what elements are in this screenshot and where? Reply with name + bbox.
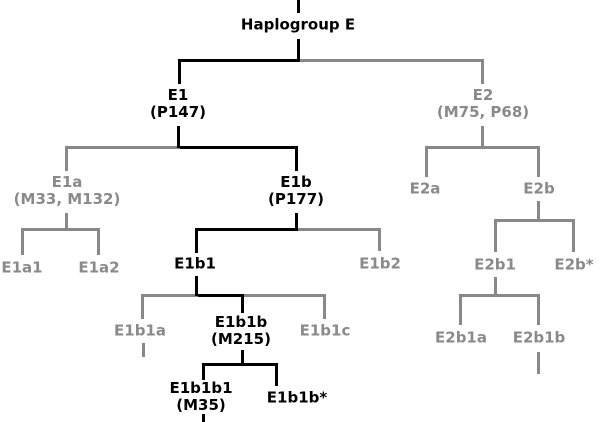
node-label: E1 (167, 86, 189, 104)
connector-line (195, 228, 298, 231)
node-label: E2 (472, 86, 494, 104)
connector-line (65, 213, 68, 229)
node-marker: (M215) (211, 330, 271, 348)
connector-line (494, 277, 497, 296)
connector-line (177, 126, 180, 148)
node-label: E2b (523, 179, 555, 198)
node-label: E1b2 (359, 254, 401, 273)
node-label: Haplogroup E (240, 15, 356, 34)
node-e1b1a: E1b1a (114, 321, 166, 340)
node-e1b: E1b(P177) (268, 174, 324, 208)
node-e2: E2(M75, P68) (437, 87, 529, 121)
node-e1a2: E1a2 (78, 258, 120, 277)
node-e2b1: E2b1 (474, 255, 516, 274)
connector-line (297, 39, 300, 61)
node-e2b1a: E2b1a (435, 328, 487, 347)
node-e1a1: E1a1 (1, 258, 43, 277)
connector-line (241, 350, 244, 365)
connector-line (537, 201, 540, 221)
connector-line (202, 414, 205, 422)
node-e2a: E2a (409, 179, 441, 198)
node-marker: (M33, M132) (13, 190, 121, 208)
node-label: E1b1b (214, 313, 268, 331)
connector-line (537, 295, 540, 325)
connector-line (297, 0, 300, 13)
node-label: E1b1c (299, 321, 351, 340)
connector-line (195, 229, 198, 253)
connector-line (21, 229, 24, 255)
connector-line (295, 213, 298, 229)
node-label: E1b (280, 173, 312, 191)
node-label: E1b1b* (266, 388, 328, 407)
node-e1b1c: E1b1c (299, 321, 351, 340)
node-marker: (P177) (267, 190, 325, 208)
connector-line (295, 147, 298, 171)
connector-line (202, 364, 205, 380)
connector-line (21, 228, 100, 231)
node-e1b1b-star: E1b1b* (266, 388, 328, 407)
connector-line (494, 220, 497, 252)
connector-line (195, 276, 198, 296)
node-marker: (M35) (176, 396, 226, 414)
node-e2b-star: E2b* (554, 255, 594, 274)
node-e1b1b1: E1b1b1(M35) (169, 380, 232, 414)
connector-line (425, 147, 428, 177)
connector-line (241, 295, 244, 313)
connector-line (142, 343, 145, 357)
connector-line (459, 295, 462, 325)
connector-line (97, 229, 100, 255)
node-label: E1b1a (114, 321, 166, 340)
node-marker: (M75, P68) (436, 103, 530, 121)
node-label: E2b1b (512, 328, 566, 347)
connector-line (65, 146, 180, 149)
node-label: E2a (409, 179, 441, 198)
connector-line (195, 294, 244, 297)
node-e2b: E2b (523, 179, 555, 198)
connector-line (241, 294, 326, 297)
node-label: E2b* (554, 255, 594, 274)
connector-line (494, 219, 575, 222)
connector-line (459, 294, 540, 297)
node-e1b1: E1b1 (174, 254, 216, 273)
connector-line (202, 363, 278, 366)
node-label: E1a2 (78, 258, 120, 277)
node-marker: (P147) (149, 103, 207, 121)
node-e2b1b: E2b1b (512, 328, 566, 347)
node-label: E2b1 (474, 255, 516, 274)
connector-line (323, 295, 326, 319)
node-e1b1b: E1b1b(M215) (211, 314, 271, 348)
node-label: E1b1b1 (169, 379, 233, 397)
node-haplogroup-e: Haplogroup E (240, 15, 356, 34)
connector-line (65, 147, 68, 171)
node-e1: E1(P147) (150, 87, 206, 121)
connector-line (297, 59, 484, 62)
connector-line (378, 229, 381, 251)
connector-line (572, 220, 575, 252)
node-label: E2b1a (435, 328, 487, 347)
connector-line (177, 146, 298, 149)
connector-line (141, 295, 144, 319)
node-e1b2: E1b2 (359, 254, 401, 273)
node-e1a: E1a(M33, M132) (14, 174, 121, 208)
connector-line (537, 147, 540, 177)
connector-line (481, 60, 484, 84)
connector-line (295, 228, 381, 231)
connector-line (275, 364, 278, 386)
connector-line (178, 60, 181, 84)
node-label: E1a1 (1, 258, 43, 277)
connector-line (178, 59, 300, 62)
node-label: E1a (51, 173, 83, 191)
connector-line (537, 352, 540, 374)
connector-line (141, 294, 198, 297)
connector-line (481, 126, 484, 148)
node-label: E1b1 (174, 254, 216, 273)
